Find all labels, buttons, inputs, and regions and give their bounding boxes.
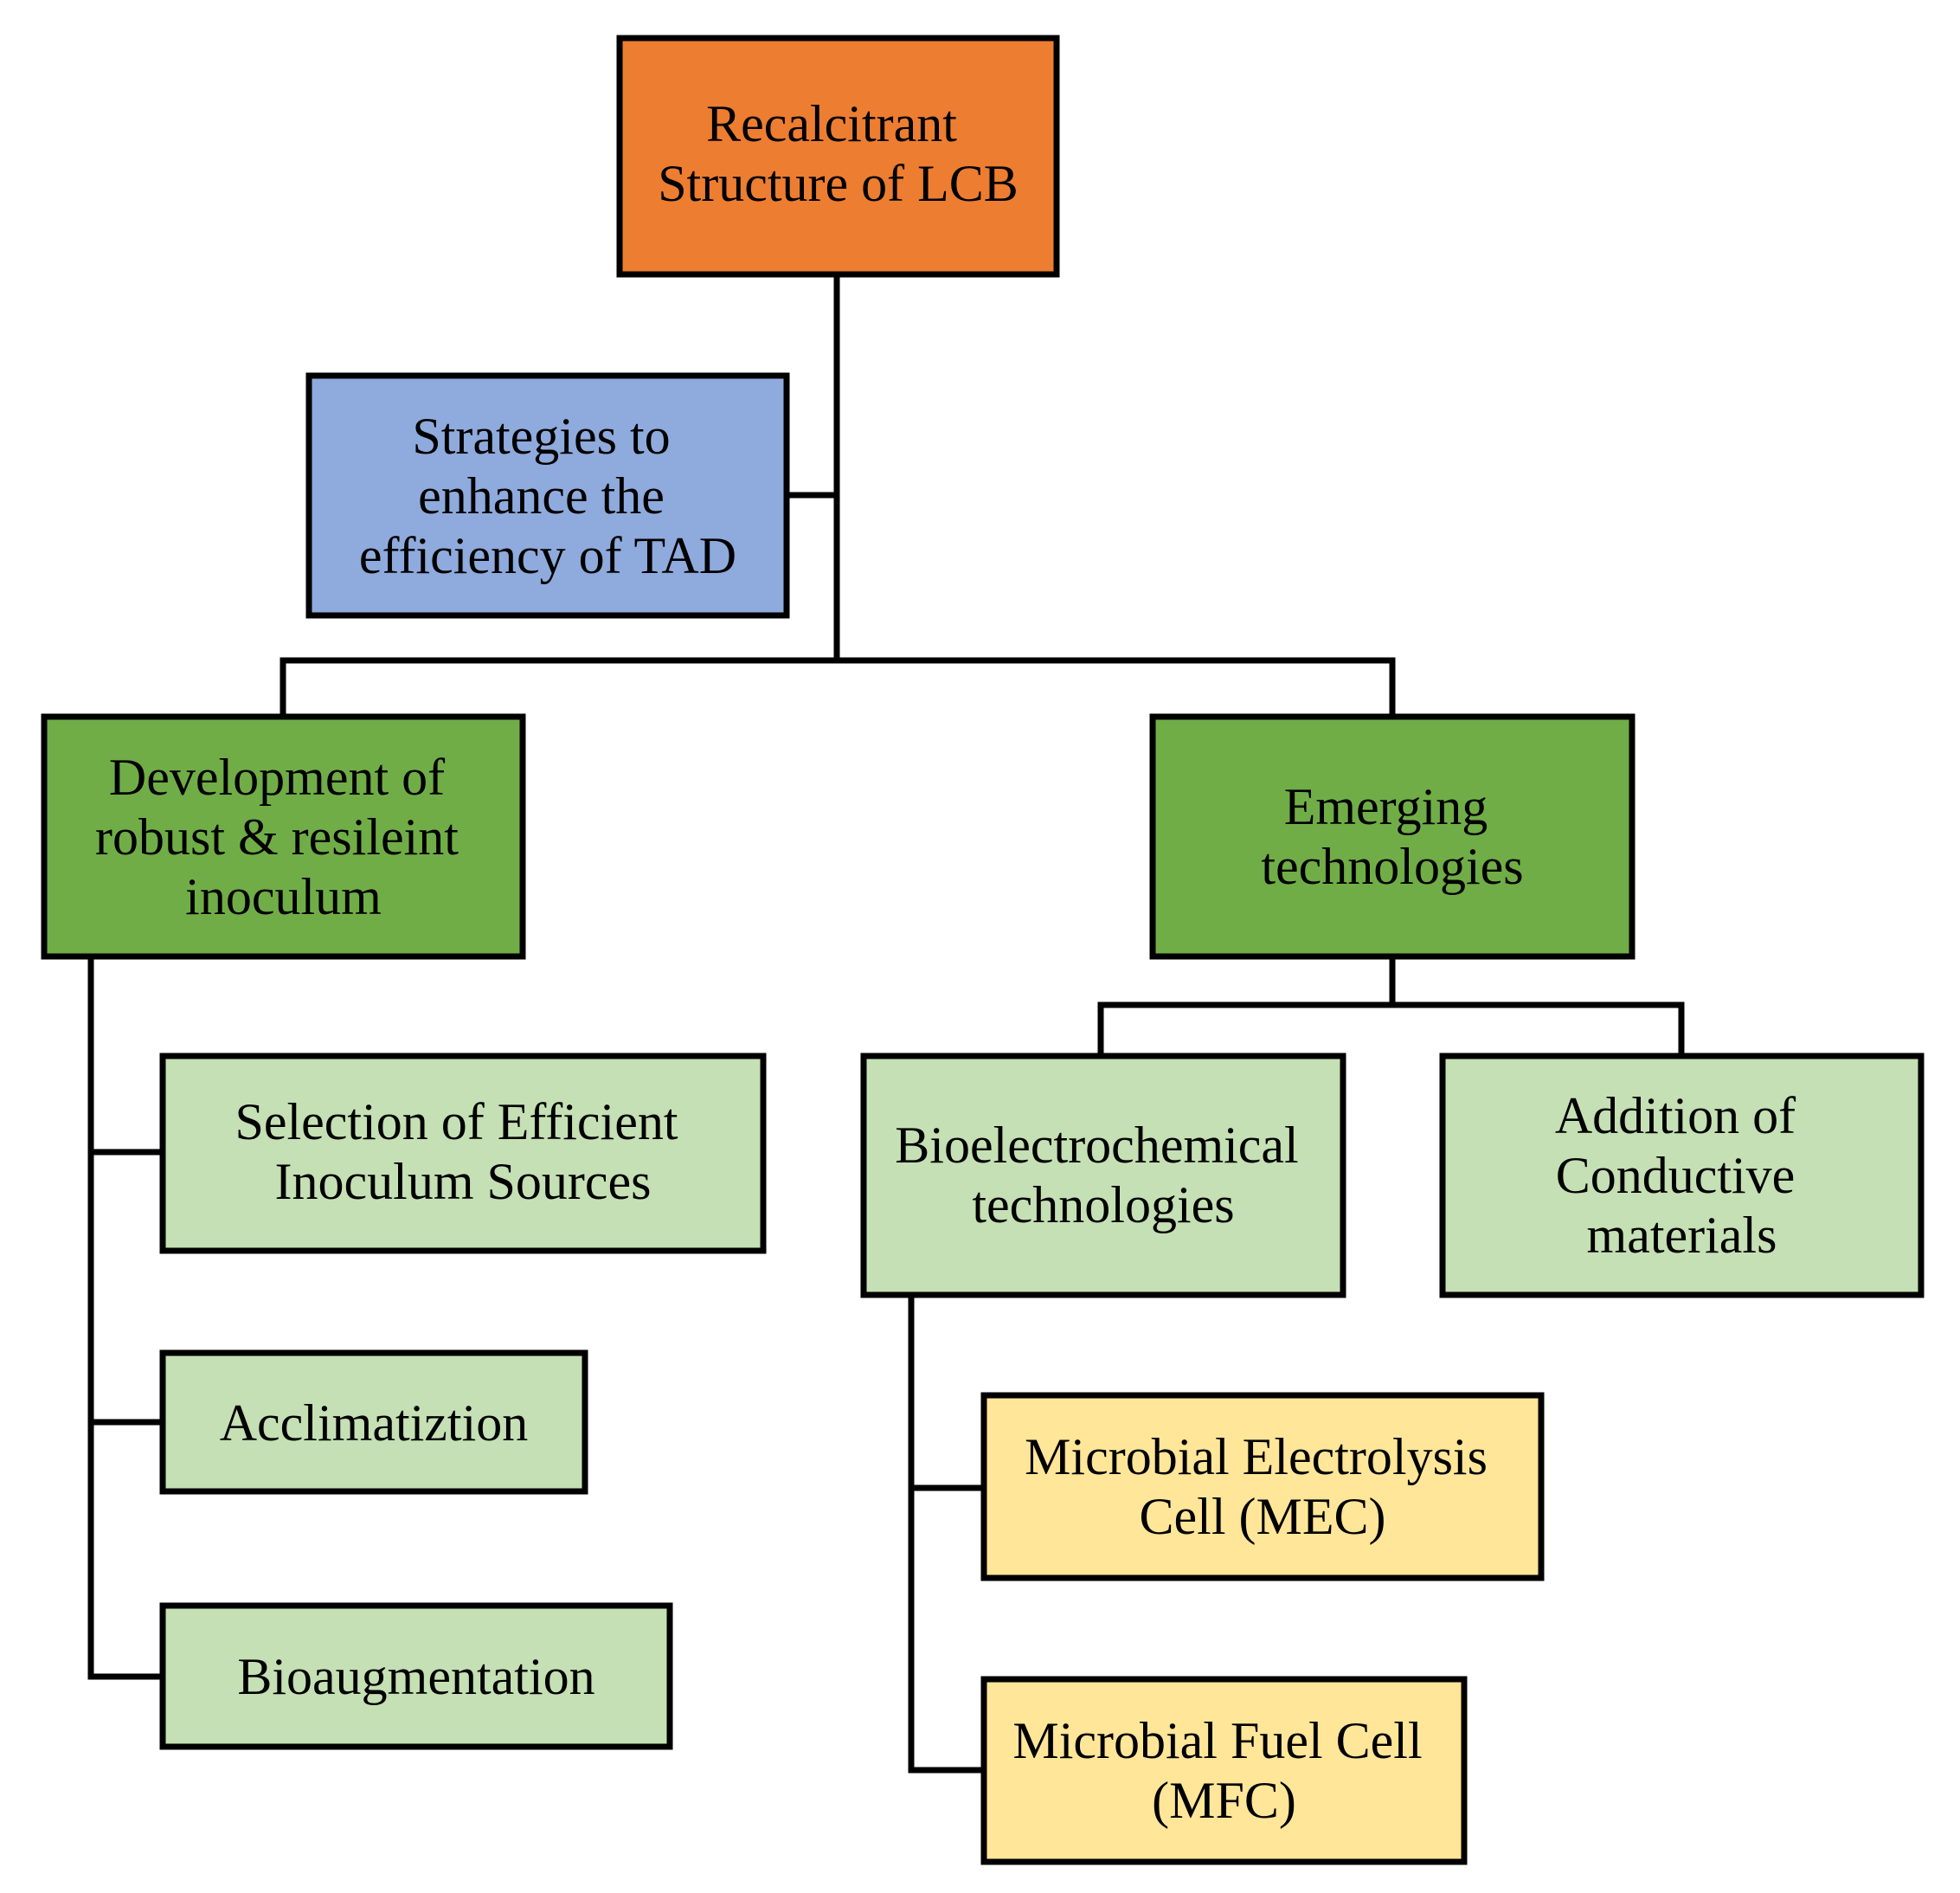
- node-emerging: Emerging technologies: [1149, 713, 1635, 960]
- node-strategies: Strategies to enhance the efficiency of …: [305, 372, 790, 619]
- connector-bioelectro-trunk: [908, 1291, 987, 1774]
- node-acclimatization: Acclimatiztion: [159, 1349, 588, 1495]
- node-bioaugmentation-label: Bioaugmentation: [237, 1648, 594, 1705]
- node-mfc-box: [980, 1676, 1468, 1865]
- node-selection-box: [159, 1053, 767, 1254]
- node-conductive: Addition of Conductive materials: [1439, 1053, 1925, 1298]
- node-strategies-box: [305, 372, 790, 619]
- node-root-label: Recalcitrant Structure of LCB: [658, 95, 1019, 212]
- connector-conductive: [1389, 1001, 1685, 1059]
- node-selection-label: Selection of Efficient Inoculum Sources: [235, 1093, 691, 1210]
- node-conductive-label: Addition of Conductive materials: [1555, 1087, 1809, 1264]
- node-strategies-label: Strategies to enhance the efficiency of …: [359, 408, 736, 584]
- node-acclimatization-box: [159, 1349, 588, 1495]
- node-mfc: Microbial Fuel Cell (MFC): [980, 1676, 1468, 1865]
- node-inoculum: Development of robust & resileint inocul…: [41, 713, 526, 960]
- node-bioaugmentation: Bioaugmentation: [159, 1602, 673, 1750]
- node-emerging-box: [1149, 713, 1635, 960]
- node-mec: Microbial Electrolysis Cell (MEC): [980, 1392, 1545, 1581]
- node-root: Recalcitrant Structure of LCB: [616, 35, 1060, 278]
- node-emerging-label: Emerging technologies: [1261, 778, 1523, 895]
- node-mec-box: [980, 1392, 1545, 1581]
- connector-split: [280, 657, 1396, 718]
- node-inoculum-label: Development of robust & resileint inocul…: [95, 749, 472, 925]
- node-mec-label: Microbial Electrolysis Cell (MEC): [1025, 1428, 1501, 1545]
- node-conductive-box: [1439, 1053, 1925, 1298]
- connector-lines: [87, 274, 1685, 1774]
- node-bioaugmentation-box: [159, 1602, 673, 1750]
- node-bioelectrochemical-box: [860, 1053, 1346, 1298]
- connector-inoculum-trunk: [87, 953, 164, 1680]
- node-acclimatization-label: Acclimatiztion: [220, 1394, 529, 1452]
- node-inoculum-box: [41, 713, 526, 960]
- node-bioelectrochemical-label: Bioelectrochemical technologies: [895, 1117, 1311, 1233]
- node-bioelectrochemical: Bioelectrochemical technologies: [860, 1053, 1346, 1298]
- node-root-box: [616, 35, 1060, 278]
- node-mfc-label: Microbial Fuel Cell (MFC): [1012, 1712, 1435, 1829]
- node-selection: Selection of Efficient Inoculum Sources: [159, 1053, 767, 1254]
- connector-emerging-split: [1097, 953, 1396, 1059]
